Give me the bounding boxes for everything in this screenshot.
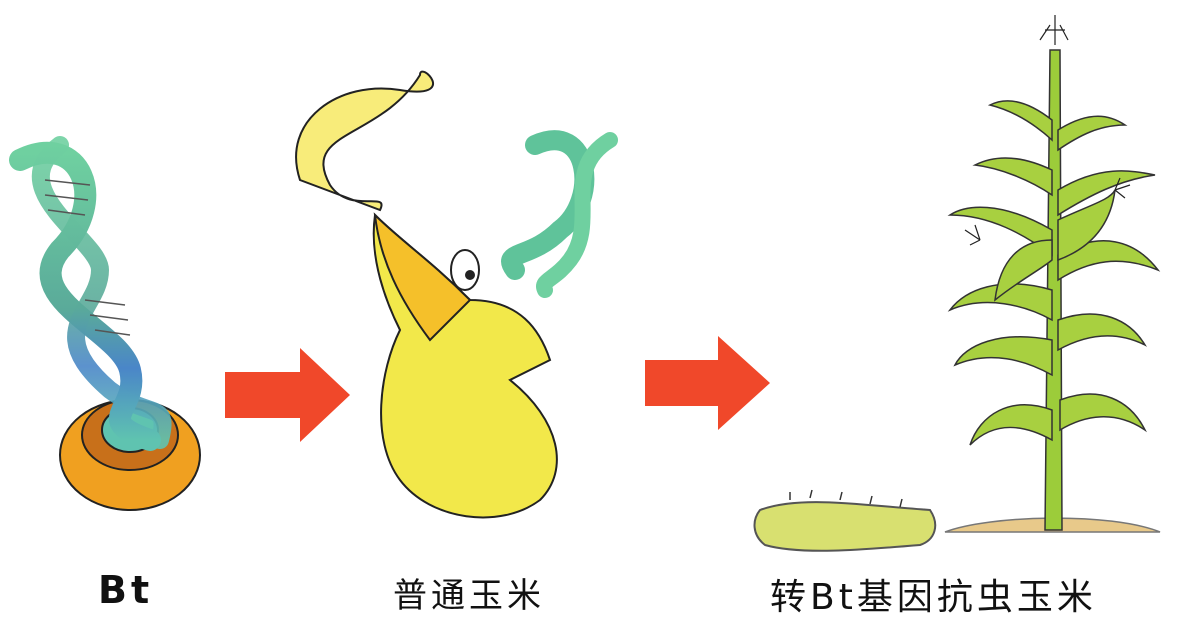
caterpillar-icon bbox=[753, 489, 937, 552]
arrow-icon bbox=[225, 348, 350, 442]
ordinary-corn-label: 普通玉米 bbox=[393, 576, 545, 616]
bt-corn-plant-icon bbox=[944, 15, 1161, 533]
bt-dna-icon bbox=[9, 136, 201, 511]
bt-corn-label: 转Bt基因抗虫玉米 bbox=[770, 577, 1097, 618]
arrow-icon bbox=[645, 336, 770, 430]
bt-label: Bt bbox=[98, 568, 154, 612]
corn-character-icon bbox=[295, 70, 618, 519]
